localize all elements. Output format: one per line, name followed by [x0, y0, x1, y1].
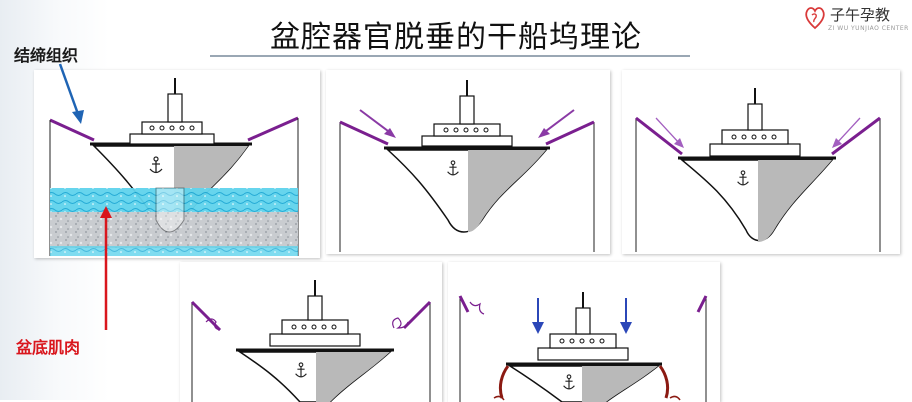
logo-subtitle: ZI WU YUNJIAO CENTER: [828, 25, 909, 32]
logo-heart-icon: [805, 7, 825, 30]
logo-name: 子午孕教: [830, 6, 891, 24]
pelvic-floor-muscle-label: 盆底肌肉: [16, 338, 81, 357]
panel-normal-support: [34, 70, 320, 258]
anchor-icon: [563, 374, 575, 390]
connective-tissue-label: 结缔组织: [14, 46, 79, 65]
anchor-icon: [149, 156, 163, 174]
panel-downward-pressure: [448, 262, 720, 402]
title-underline: [210, 55, 690, 57]
panel-ligament-stretch: [622, 70, 900, 254]
slide-title: 盆腔器官脱垂的干船坞理论: [270, 20, 642, 55]
brand-logo: 子午孕教 ZI WU YUNJIAO CENTER: [804, 4, 908, 40]
anchor-icon: [447, 160, 459, 176]
anchor-icon: [295, 362, 307, 378]
anchor-icon: [737, 170, 749, 186]
panel-lateral-pressure: [326, 70, 610, 254]
panel-torn-ligaments: [180, 262, 442, 402]
